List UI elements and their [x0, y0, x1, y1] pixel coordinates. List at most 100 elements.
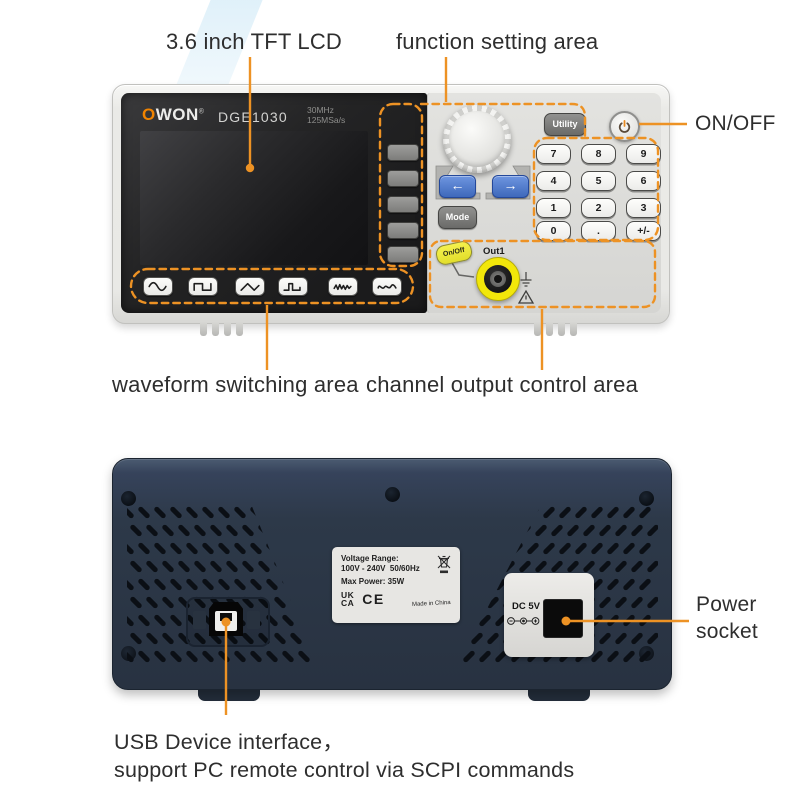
utility-button[interactable]: Utility — [544, 113, 586, 136]
vent-slot — [550, 523, 564, 538]
waveform-arb-button[interactable] — [372, 277, 402, 296]
waveform-ramp-button[interactable] — [235, 277, 265, 296]
vent-slot — [289, 631, 303, 646]
vent-slot — [185, 506, 199, 520]
vent-slot — [201, 506, 215, 520]
rating-label: Voltage Range: 100V - 240V 50/60Hz Max P… — [332, 547, 460, 623]
keypad-button-9[interactable]: 9 — [626, 144, 661, 164]
out1-label: Out1 — [483, 246, 505, 257]
softkey-1[interactable] — [387, 144, 419, 161]
vent-slot — [614, 559, 628, 574]
vent-slot — [598, 595, 612, 610]
vent-slot — [127, 613, 135, 628]
vent-slot — [638, 577, 652, 592]
softkey-2[interactable] — [387, 170, 419, 187]
vent-slot — [145, 523, 159, 538]
keypad-button-4[interactable]: 4 — [536, 171, 571, 191]
function-area-annotation: function setting area — [396, 29, 599, 54]
power-icon — [618, 119, 631, 133]
keypad-button-2[interactable]: 2 — [581, 198, 616, 218]
vent-slot — [217, 577, 231, 592]
keypad-button-sign[interactable]: +/- — [626, 221, 661, 241]
vent-slot — [185, 577, 199, 592]
vent-slot — [550, 559, 564, 574]
vent-slot — [137, 649, 151, 664]
vent-slot — [127, 541, 135, 556]
vent-slot — [153, 649, 167, 664]
vent-slot — [137, 541, 151, 556]
softkey-4[interactable] — [387, 222, 419, 239]
vent-slot — [273, 595, 287, 610]
vent-slot — [185, 541, 199, 556]
rotary-knob-cap[interactable] — [449, 111, 505, 167]
vent-slot — [534, 523, 548, 538]
arrow-right-button[interactable]: → — [492, 175, 529, 198]
vent-slot — [646, 595, 658, 610]
vent-slot — [606, 613, 620, 628]
vent-slot — [233, 506, 247, 520]
usb-recess-notch — [193, 611, 206, 629]
keypad-button-dot[interactable]: . — [581, 221, 616, 241]
vent-slot — [185, 649, 199, 664]
vent-slot — [630, 559, 644, 574]
vent-slot — [193, 559, 207, 574]
keypad-button-5[interactable]: 5 — [581, 171, 616, 191]
vent-slot — [630, 631, 644, 646]
vent-slot — [606, 541, 620, 556]
vent-slot — [518, 559, 532, 574]
vent-slot — [606, 506, 620, 520]
waveform-square-button[interactable] — [188, 277, 218, 296]
ce-mark: CE — [362, 591, 385, 608]
power-button[interactable] — [609, 111, 640, 142]
vent-slot — [169, 649, 183, 664]
vent-slot — [161, 559, 175, 574]
vent-slot — [127, 649, 135, 664]
brand-logo-rest: WON — [155, 105, 199, 124]
keypad-button-6[interactable]: 6 — [626, 171, 661, 191]
vent-slot — [137, 577, 151, 592]
vent-slot — [233, 649, 247, 664]
vent-slot — [193, 523, 207, 538]
voltage-range-value: 100V - 240V 50/60Hz — [341, 564, 420, 573]
waveform-sine-button[interactable] — [143, 277, 173, 296]
brand-logo-o: O — [142, 105, 156, 124]
keypad-button-8[interactable]: 8 — [581, 144, 616, 164]
usb-recess-notch — [247, 611, 260, 629]
vent-slot — [161, 595, 175, 610]
vent-slot — [281, 649, 295, 664]
arrow-left-button[interactable]: ← — [439, 175, 476, 198]
dc-power-socket[interactable] — [543, 599, 583, 638]
softkey-3[interactable] — [387, 196, 419, 213]
waveform-pulse-button[interactable] — [278, 277, 308, 296]
keypad-button-0[interactable]: 0 — [536, 221, 571, 241]
vent-slot — [137, 613, 151, 628]
waveform-noise-button[interactable] — [328, 277, 358, 296]
vent-slot — [614, 631, 628, 646]
vent-slot — [614, 523, 628, 538]
softkey-5[interactable] — [387, 246, 419, 263]
keypad-button-1[interactable]: 1 — [536, 198, 571, 218]
mode-button[interactable]: Mode — [438, 206, 477, 229]
waveform-button-row — [131, 277, 413, 296]
vent-slot — [153, 541, 167, 556]
vent-slot — [574, 506, 588, 520]
vent-slot — [209, 559, 223, 574]
model-number: DGE1030 — [218, 109, 288, 125]
vent-slot — [153, 613, 167, 628]
power-socket-annotation: Power socket — [696, 593, 758, 643]
sine-wave-icon — [148, 281, 167, 292]
vent-slot — [646, 631, 658, 646]
keypad-button-7[interactable]: 7 — [536, 144, 571, 164]
vent-slot — [638, 506, 652, 520]
vent-slot — [169, 577, 183, 592]
vent-slot — [582, 559, 596, 574]
registered-mark: ® — [198, 108, 205, 116]
keypad-button-3[interactable]: 3 — [626, 198, 661, 218]
vent-slot — [249, 577, 263, 592]
front-foot — [546, 322, 553, 336]
vent-slot — [225, 523, 239, 538]
vent-slot — [526, 541, 540, 556]
vent-slot — [566, 559, 580, 574]
vent-slot — [145, 595, 159, 610]
